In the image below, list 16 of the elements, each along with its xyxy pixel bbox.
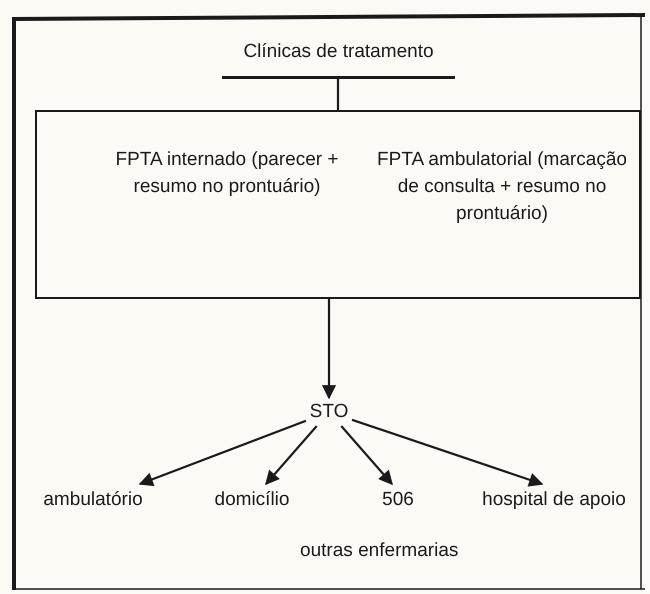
arrow	[352, 418, 544, 487]
heading-text: Clínicas de tratamento	[242, 40, 435, 64]
process-box	[35, 110, 641, 299]
arrow	[340, 425, 393, 486]
node-text: domicílio	[214, 488, 290, 512]
box-text: FPTA internado (parecer + resumo no prontuário)	[114, 148, 340, 199]
connector-line	[336, 79, 340, 110]
node-text: 506	[381, 488, 415, 512]
arrow	[322, 299, 336, 400]
arrow	[265, 425, 318, 486]
node-text: ambulatório	[42, 488, 144, 512]
box-text: FPTA ambulatorial (marcação de consulta + resumo no prontuário)	[376, 148, 628, 226]
node-text: hospital de apoio	[481, 488, 627, 512]
arrow	[138, 420, 306, 486]
note-text: outras enfermarias	[300, 539, 458, 563]
node-text: STO	[308, 400, 350, 424]
